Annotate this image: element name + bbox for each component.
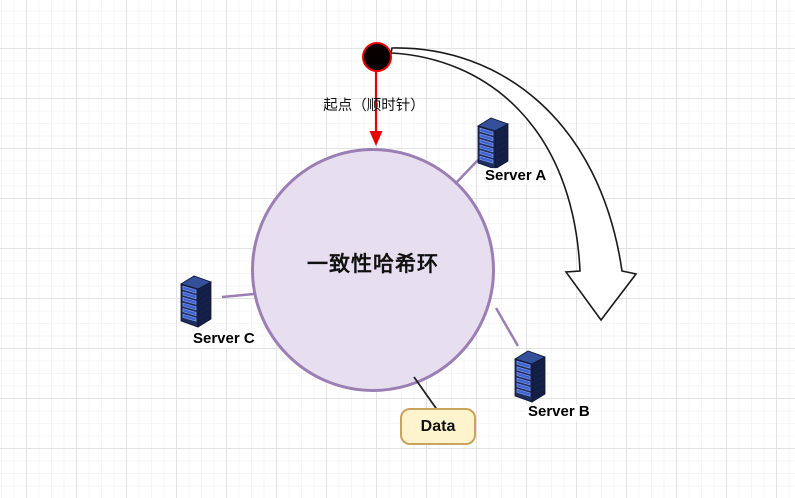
server-b-icon — [514, 350, 546, 403]
server-a-icon — [477, 117, 509, 170]
ring-to-server-a-connector — [454, 159, 479, 185]
server-c-icon — [180, 275, 212, 328]
server-a-node — [474, 114, 512, 170]
hash-ring-label: 一致性哈希环 — [307, 253, 439, 276]
start-arrow-icon — [369, 70, 383, 146]
data-node-label: Data — [420, 417, 456, 435]
clockwise-direction-arrow-icon — [390, 47, 638, 322]
ring-to-data-connector — [413, 376, 439, 412]
server-c-node — [177, 272, 215, 328]
ring-to-server-b-connector — [494, 307, 520, 347]
hash-ring-circle: 一致性哈希环 — [251, 148, 495, 392]
server-c-label: Server C — [191, 330, 257, 348]
server-a-label: Server A — [483, 167, 549, 185]
ring-to-server-c-connector — [221, 292, 255, 299]
start-point-label: 起点（顺时针） — [323, 98, 425, 114]
server-b-label: Server B — [526, 403, 592, 421]
server-b-node — [511, 347, 549, 403]
data-node: Data — [400, 408, 476, 445]
start-point-dot-icon — [362, 42, 392, 72]
